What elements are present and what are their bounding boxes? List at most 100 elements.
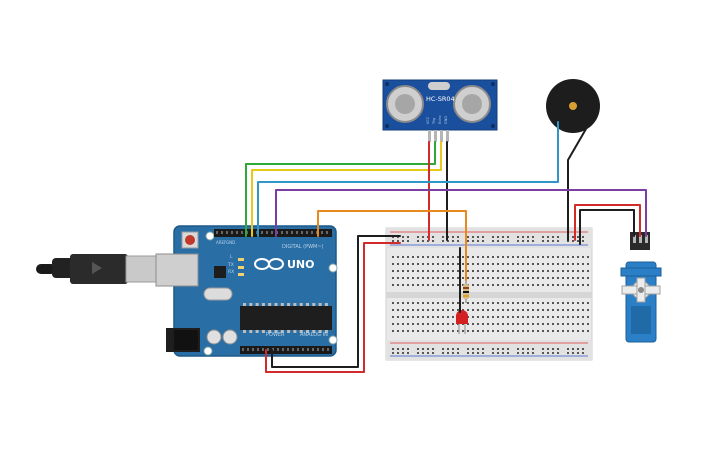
hole [577,236,579,238]
hole [226,231,228,234]
hole [532,309,534,311]
hole [407,284,409,286]
hole [572,309,574,311]
hole [417,330,419,332]
hole [582,277,584,279]
wires [245,121,647,373]
wire-yellow-echo [251,141,442,237]
hole [427,277,429,279]
hole [467,270,469,272]
hole [312,348,314,351]
hole [467,240,469,242]
hole [392,277,394,279]
hole [582,236,584,238]
hole [447,348,449,350]
hole [397,309,399,311]
hole [407,330,409,332]
hole [417,277,419,279]
hole [552,236,554,238]
hole [572,348,574,350]
wire-purple-servo-signal [275,189,647,237]
hole [274,303,278,306]
hole [407,277,409,279]
hole [407,270,409,272]
hole [552,270,554,272]
hole [467,330,469,332]
hole [447,323,449,325]
hole [412,277,414,279]
hole [457,330,459,332]
analog-label: ANALOG IN [300,332,328,338]
hole [472,284,474,286]
hole [437,277,439,279]
hole [422,263,424,265]
hole [412,323,414,325]
hole [542,277,544,279]
hole [447,263,449,265]
hole [532,323,534,325]
hole [392,348,394,350]
hole [296,231,298,234]
hole [472,256,474,258]
hole [507,309,509,311]
hole [432,240,434,242]
hole [427,302,429,304]
hole [562,330,564,332]
hole [392,263,394,265]
hole [392,330,394,332]
hole [407,309,409,311]
hole [567,270,569,272]
hole [477,236,479,238]
hole [542,323,544,325]
hole [567,330,569,332]
hole [512,263,514,265]
hole [522,284,524,286]
hole [467,348,469,350]
hole [417,236,419,238]
hole [492,352,494,354]
hole [522,302,524,304]
hole [527,316,529,318]
hole [492,270,494,272]
hole [542,236,544,238]
hole [462,256,464,258]
hole [407,352,409,354]
hole [392,302,394,304]
hole [452,236,454,238]
hole [447,240,449,242]
hole [432,284,434,286]
hole [487,323,489,325]
hole [262,348,264,351]
hole [507,263,509,265]
hole [552,240,554,242]
hole [452,256,454,258]
hole [397,302,399,304]
hole [502,256,504,258]
aref-label: AREF [216,240,227,245]
hole [517,309,519,311]
hole [274,330,278,333]
hole [397,352,399,354]
hole [402,263,404,265]
hole [577,352,579,354]
hole [502,263,504,265]
hole [397,284,399,286]
hole [562,284,564,286]
hole [277,348,279,351]
hole [517,316,519,318]
hole [522,256,524,258]
hole [397,263,399,265]
hole [547,330,549,332]
hole [437,330,439,332]
hole [562,263,564,265]
hole [502,330,504,332]
hole [562,256,564,258]
hole [457,240,459,242]
hole [522,270,524,272]
hole [562,323,564,325]
led [456,310,468,334]
hole [547,256,549,258]
hole [467,309,469,311]
hole [547,316,549,318]
hole [477,240,479,242]
